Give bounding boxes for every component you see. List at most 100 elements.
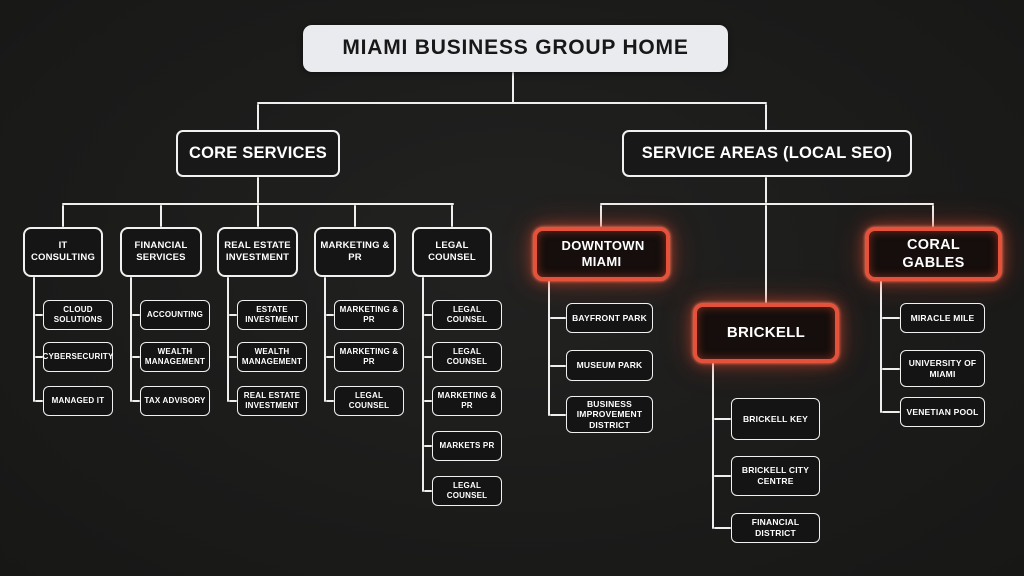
connector-line (600, 205, 602, 227)
leaf-marketing-pr-4-2-label: MARKETING & PR (437, 391, 497, 410)
connector-line (326, 356, 334, 358)
connector-line (132, 356, 140, 358)
connector-line (512, 72, 514, 103)
connector-line (62, 203, 454, 205)
leaf-real-estate-investment-2-2: REAL ESTATE INVESTMENT (237, 386, 307, 416)
leaf-real-estate-investment-2-2-label: REAL ESTATE INVESTMENT (243, 391, 301, 410)
connector-line (35, 400, 43, 402)
connector-line (550, 317, 566, 319)
node-marketing-pr: MARKETING & PR (314, 227, 396, 277)
connector-line (132, 400, 140, 402)
leaf-legal-counsel-4-1-label: LEGAL COUNSEL (446, 347, 488, 366)
connector-line (324, 277, 326, 402)
connector-line (882, 368, 900, 370)
leaf-brickell-city-centre: BRICKELL CITY CENTRE (731, 456, 820, 496)
node-real-estate-investment: REAL ESTATE INVESTMENT (217, 227, 298, 277)
connector-line (550, 414, 566, 416)
leaf-financial-district-label: FINANCIAL DISTRICT (751, 517, 800, 538)
connector-line (880, 281, 882, 413)
leaf-venetian-pool-label: VENETIAN POOL (906, 406, 979, 417)
leaf-markets-pr-4-3-label: MARKETS PR (439, 441, 495, 450)
leaf-managed-it-0-2-label: MANAGED IT (51, 396, 105, 405)
connector-line (33, 277, 35, 402)
leaf-tax-advisory-1-2: TAX ADVISORY (140, 386, 210, 416)
leaf-cybersecurity-0-1: CYBERSECURITY (42, 342, 113, 372)
leaf-estate-investment-2-0-label: ESTATE INVESTMENT (245, 305, 299, 324)
leaf-legal-counsel-4-0-label: LEGAL COUNSEL (446, 305, 488, 324)
node-it-consulting: IT CONSULTING (23, 227, 103, 277)
leaf-managed-it-0-2: MANAGED IT (43, 386, 113, 416)
connector-line (326, 314, 334, 316)
connector-line (600, 203, 934, 205)
connector-line (62, 205, 64, 227)
connector-line (424, 314, 432, 316)
connector-line (354, 205, 356, 227)
leaf-legal-counsel-4-1: LEGAL COUNSEL (432, 342, 502, 372)
leaf-legal-counsel-3-2: LEGAL COUNSEL (334, 386, 404, 416)
connector-line (160, 205, 162, 227)
leaf-museum-park: MUSEUM PARK (566, 350, 653, 381)
leaf-estate-investment-2-0: ESTATE INVESTMENT (237, 300, 307, 330)
node-marketing-pr-label: MARKETING & PR (320, 240, 390, 263)
node-coral-gables-label: CORAL GABLES (902, 236, 965, 271)
connector-line (229, 314, 237, 316)
leaf-financial-district: FINANCIAL DISTRICT (731, 513, 820, 543)
connector-line (712, 363, 714, 529)
leaf-wealth-management-1-1-label: WEALTH MANAGEMENT (144, 347, 206, 366)
leaf-miracle-mile-label: MIRACLE MILE (910, 312, 975, 323)
leaf-business-improvement-district-label: BUSINESS IMPROVEMENT DISTRICT (576, 398, 643, 430)
node-legal-counsel: LEGAL COUNSEL (412, 227, 492, 277)
node-core-services: CORE SERVICES (176, 130, 340, 177)
connector-line (932, 205, 934, 227)
connector-line (130, 277, 132, 402)
leaf-accounting-1-0-label: ACCOUNTING (146, 310, 204, 319)
leaf-marketing-pr-3-0-label: MARKETING & PR (339, 305, 399, 324)
node-service-areas-local-seo: SERVICE AREAS (LOCAL SEO) (622, 130, 912, 177)
leaf-accounting-1-0: ACCOUNTING (140, 300, 210, 330)
leaf-legal-counsel-3-2-label: LEGAL COUNSEL (348, 391, 390, 410)
leaf-bayfront-park-label: BAYFRONT PARK (572, 312, 647, 323)
connector-line (229, 400, 237, 402)
connector-line (424, 356, 432, 358)
connector-line (257, 104, 259, 130)
leaf-wealth-management-1-1: WEALTH MANAGEMENT (140, 342, 210, 372)
node-it-consulting-label: IT CONSULTING (30, 240, 96, 263)
leaf-wealth-management-2-1-label: WEALTH MANAGEMENT (241, 347, 303, 366)
leaf-tax-advisory-1-2-label: TAX ADVISORY (144, 396, 206, 405)
connector-line (714, 418, 731, 420)
node-legal-counsel-label: LEGAL COUNSEL (428, 240, 476, 263)
leaf-brickell-key-label: BRICKELL KEY (742, 413, 809, 424)
leaf-legal-counsel-4-4-label: LEGAL COUNSEL (446, 481, 488, 500)
node-service-areas-local-seo-label: SERVICE AREAS (LOCAL SEO) (641, 144, 893, 163)
connector-line (35, 314, 43, 316)
leaf-miracle-mile: MIRACLE MILE (900, 303, 985, 333)
connector-line (257, 102, 767, 104)
connector-line (35, 356, 43, 358)
leaf-cloud-solutions-0-0-label: CLOUD SOLUTIONS (53, 305, 103, 324)
connector-line (257, 177, 259, 203)
node-financial-services-label: FINANCIAL SERVICES (134, 240, 188, 263)
connector-line (548, 281, 550, 416)
connector-line (424, 400, 432, 402)
connector-line (882, 317, 900, 319)
connector-line (132, 314, 140, 316)
connector-line (257, 205, 259, 227)
connector-line (424, 490, 432, 492)
page-root-node: MIAMI BUSINESS GROUP HOME (303, 25, 728, 72)
leaf-venetian-pool: VENETIAN POOL (900, 397, 985, 427)
node-core-services-label: CORE SERVICES (189, 144, 327, 163)
connector-line (229, 356, 237, 358)
leaf-wealth-management-2-1: WEALTH MANAGEMENT (237, 342, 307, 372)
node-real-estate-investment-label: REAL ESTATE INVESTMENT (224, 240, 291, 263)
leaf-marketing-pr-4-2: MARKETING & PR (432, 386, 502, 416)
leaf-brickell-city-centre-label: BRICKELL CITY CENTRE (741, 465, 810, 486)
node-financial-services: FINANCIAL SERVICES (120, 227, 202, 277)
node-brickell-label: BRICKELL (726, 323, 806, 341)
leaf-marketing-pr-3-0: MARKETING & PR (334, 300, 404, 330)
connector-line (550, 365, 566, 367)
connector-line (424, 445, 432, 447)
connector-line (765, 177, 767, 203)
leaf-marketing-pr-3-1-label: MARKETING & PR (339, 347, 399, 366)
leaf-university-of-miami: UNIVERSITY OF MIAMI (900, 350, 985, 387)
